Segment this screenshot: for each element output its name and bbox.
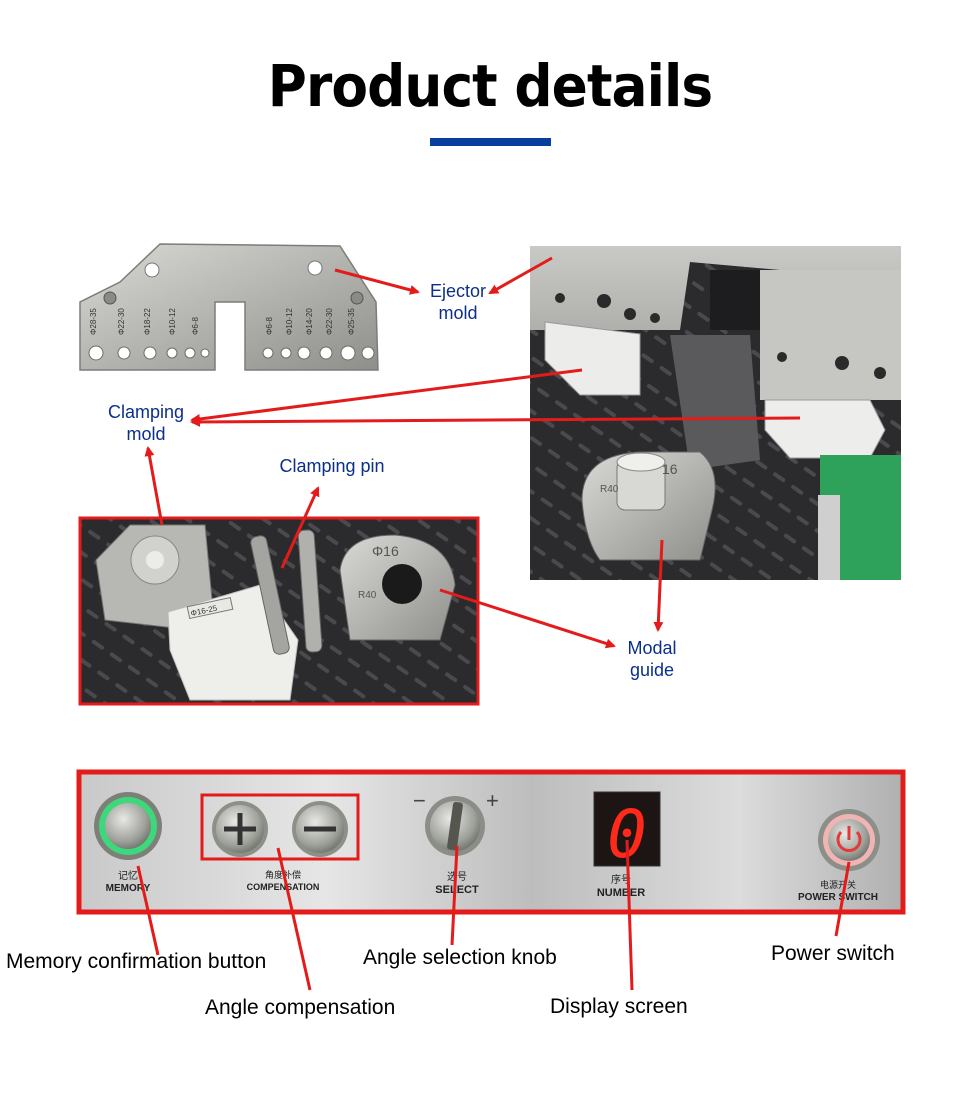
plate-tick: Φ10-12 <box>168 308 177 335</box>
callout-modal-guide: Modal guide <box>627 638 677 680</box>
guide-radius-right: R40 <box>600 484 619 495</box>
number-label: NUMBER <box>597 887 645 899</box>
arrow-ejector-right <box>488 256 553 295</box>
plate-tick: Φ14-20 <box>305 308 314 335</box>
knob-minus: − <box>413 788 426 813</box>
arrow-clamping-up <box>144 446 164 526</box>
callout-clamping-mold: Clamping mold <box>107 402 185 444</box>
label-angle-knob: Angle selection knob <box>363 946 557 969</box>
plate-tick: Φ22-30 <box>325 308 334 335</box>
guide-size: Φ16 <box>372 543 399 559</box>
guide-size-right: 16 <box>662 461 678 477</box>
callout-ejector-mold: Ejector mold <box>429 281 487 323</box>
memory-label-cn: 记忆 <box>118 869 138 882</box>
arrow-clamping-pin <box>280 486 320 569</box>
label-power-switch: Power switch <box>771 942 895 965</box>
title-underline <box>430 138 551 146</box>
page-title: Product details <box>267 52 713 120</box>
power-label: POWER SWITCH <box>798 892 878 903</box>
label-memory-button: Memory confirmation button <box>6 950 267 973</box>
ejector-plate-photo: Φ28-35 Φ22-30 Φ18-22 Φ10-12 Φ6-8 Φ6-8 Φ1… <box>79 243 379 371</box>
arrow-power <box>834 861 851 937</box>
power-label-cn: 电源开关 <box>820 879 856 890</box>
arrow-modal-guide-top <box>653 539 664 632</box>
plate-tick: Φ28-35 <box>89 308 98 335</box>
label-angle-compensation: Angle compensation <box>205 996 396 1019</box>
arrow-knob <box>450 845 459 946</box>
arrow-clamping-right <box>190 416 801 427</box>
select-label: SELECT <box>435 884 479 896</box>
arrow-compensation <box>276 847 312 991</box>
callout-arrows <box>136 256 851 991</box>
arrow-memory <box>136 865 160 956</box>
arrow-clamping-top <box>190 368 583 424</box>
guide-radius: R40 <box>358 590 377 601</box>
machine-photo: 16 R40 <box>530 246 901 580</box>
callout-clamping-pin: Clamping pin <box>279 456 385 476</box>
plate-tick: Φ10-12 <box>285 308 294 335</box>
parts-detail-photo: Φ16-25 Φ16 R40 <box>78 516 480 706</box>
arrow-display <box>625 839 634 991</box>
plate-tick: Φ18-22 <box>143 308 152 335</box>
number-label-cn: 序号 <box>611 873 631 886</box>
compensation-label: COMPENSATION <box>247 882 320 892</box>
plate-tick: Φ6-8 <box>265 317 274 335</box>
select-label-cn: 选号 <box>447 870 467 883</box>
plate-tick: Φ22-30 <box>117 308 126 335</box>
label-display-screen: Display screen <box>550 995 688 1018</box>
plate-tick: Φ6-8 <box>191 317 200 335</box>
memory-label: MEMORY <box>106 883 151 894</box>
knob-plus: + <box>486 788 499 813</box>
arrow-ejector-left <box>334 268 420 295</box>
arrow-modal-guide-left <box>439 588 616 649</box>
control-panel-photo: − + 0 记忆 MEMORY 角度补偿 COMPENSATION 选号 SEL… <box>76 769 906 915</box>
plate-tick: Φ25-35 <box>347 308 356 335</box>
